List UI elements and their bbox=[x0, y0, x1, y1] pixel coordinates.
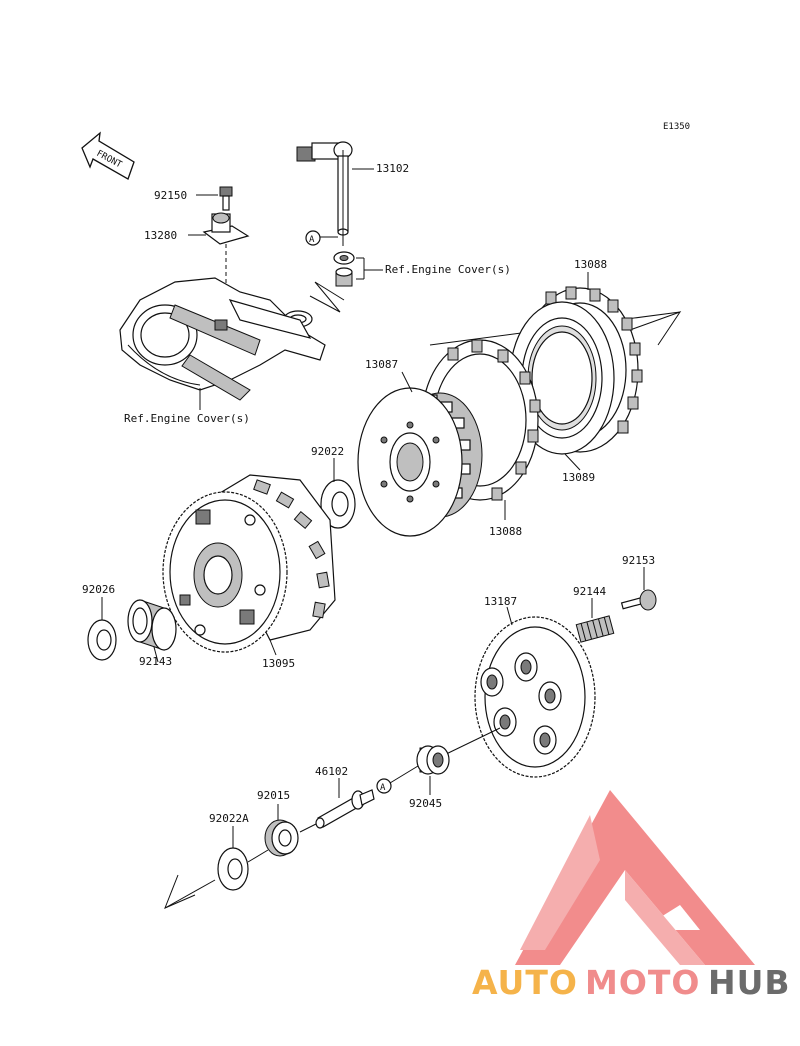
watermark-wordmark: AUTO MOTO HUB bbox=[472, 963, 791, 1002]
seal-bearing bbox=[333, 251, 355, 287]
clutch-housing-13095 bbox=[162, 474, 336, 653]
callout-marker-a-bottom bbox=[376, 778, 392, 794]
washer-92022 bbox=[320, 479, 356, 529]
part-label-92022: 92022 bbox=[311, 445, 344, 458]
pressure-plate-13187 bbox=[474, 616, 596, 778]
watermark-auto: AUTO bbox=[472, 963, 578, 1002]
watermark-hub: HUB bbox=[708, 963, 791, 1002]
part-label-92022a: 92022A bbox=[209, 812, 249, 825]
washer-92026 bbox=[87, 619, 117, 661]
ref-engine-cover-lower: Ref.Engine Cover(s) bbox=[124, 412, 250, 425]
engine-cover bbox=[119, 277, 326, 401]
part-label-13087: 13087 bbox=[365, 358, 398, 371]
part-label-13095: 13095 bbox=[262, 657, 295, 670]
svg-text:A: A bbox=[309, 235, 315, 245]
spring-92144 bbox=[575, 615, 615, 643]
part-label-13088-bottom: 13088 bbox=[489, 525, 522, 538]
part-label-13102: 13102 bbox=[376, 162, 409, 175]
push-rod-46102 bbox=[315, 789, 375, 829]
part-label-13088-top: 13088 bbox=[574, 258, 607, 271]
part-label-13187: 13187 bbox=[484, 595, 517, 608]
diagram-code: E1350 bbox=[663, 122, 690, 132]
watermark-logo bbox=[515, 790, 755, 965]
bracket-13280 bbox=[202, 212, 250, 245]
release-shaft-13102 bbox=[296, 141, 353, 246]
part-label-92015: 92015 bbox=[257, 789, 290, 802]
bolt-92150 bbox=[219, 186, 233, 211]
part-label-13089: 13089 bbox=[562, 471, 595, 484]
washer-92022a bbox=[217, 847, 249, 891]
callout-marker-a-top bbox=[305, 230, 321, 246]
part-label-92026: 92026 bbox=[82, 583, 115, 596]
svg-text:A: A bbox=[380, 783, 386, 793]
ref-engine-cover-upper: Ref.Engine Cover(s) bbox=[385, 263, 511, 276]
part-label-92045: 92045 bbox=[409, 797, 442, 810]
part-label-46102: 46102 bbox=[315, 765, 348, 778]
collar-92143 bbox=[127, 599, 177, 651]
part-label-92150: 92150 bbox=[154, 189, 187, 202]
part-label-92144: 92144 bbox=[573, 585, 606, 598]
watermark-moto: MOTO bbox=[585, 963, 700, 1002]
front-arrow-icon: FRONT bbox=[81, 131, 135, 180]
bolt-92153 bbox=[620, 589, 657, 611]
clutch-hub-13087 bbox=[357, 387, 483, 537]
nut-92015 bbox=[264, 819, 299, 857]
part-label-13280: 13280 bbox=[144, 229, 177, 242]
bearing-92045 bbox=[416, 745, 450, 775]
part-label-92153: 92153 bbox=[622, 554, 655, 567]
part-label-92143: 92143 bbox=[139, 655, 172, 668]
